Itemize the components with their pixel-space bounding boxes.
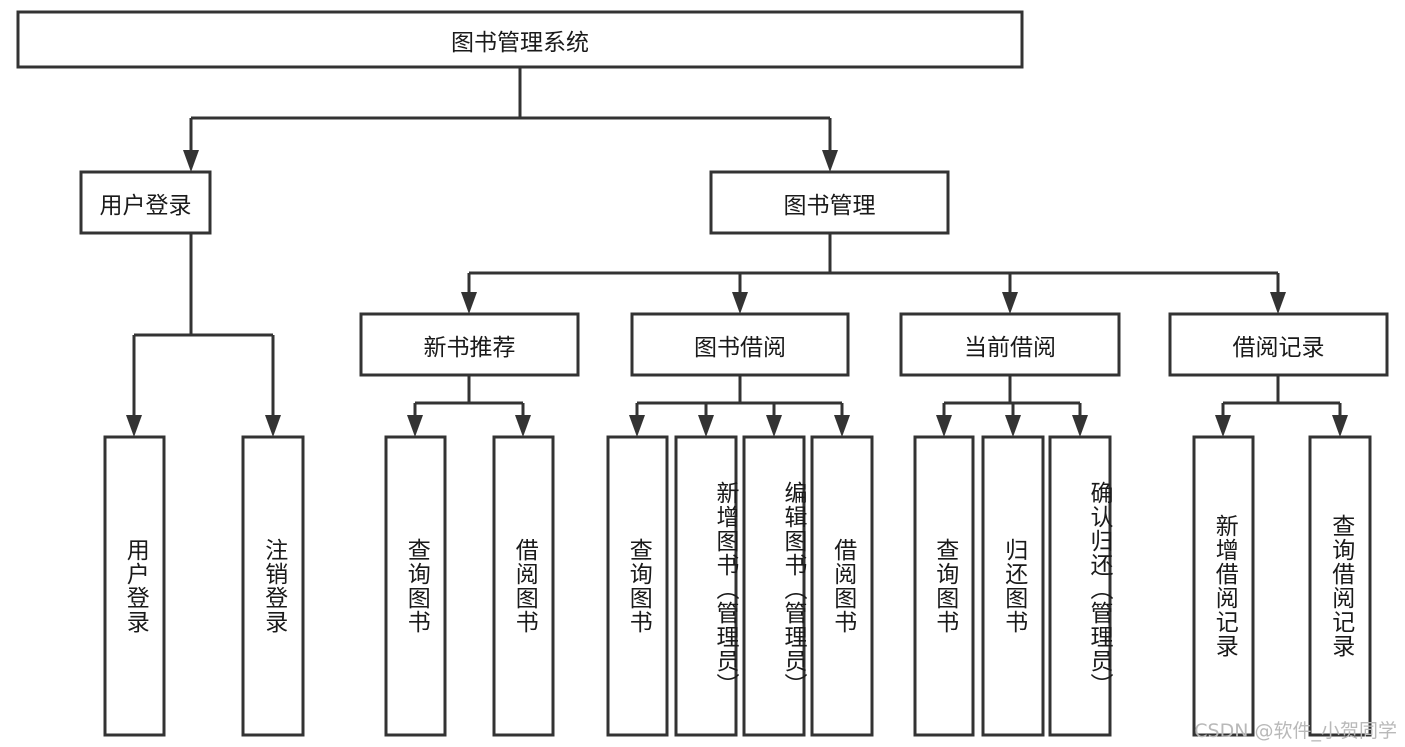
node-box-book-borrow[interactable]: [630, 312, 850, 377]
node-box-book-management[interactable]: [709, 170, 950, 235]
node-box-leaf-query-book-1[interactable]: [384, 435, 447, 737]
connector-root-to-level2: [183, 67, 838, 172]
arrow-head: [183, 150, 199, 172]
node-box-leaf-user-login[interactable]: [103, 435, 166, 737]
arrow-head: [461, 292, 477, 314]
arrow-head: [1332, 415, 1348, 437]
arrow-head: [936, 415, 952, 437]
arrow-head: [732, 292, 748, 314]
node-box-leaf-return-book[interactable]: [981, 435, 1045, 737]
connector-bookborrow-to-leaves: [629, 375, 850, 437]
node-box-leaf-borrow-book-1[interactable]: [492, 435, 555, 737]
node-box-current-borrow[interactable]: [899, 312, 1121, 377]
node-box-root[interactable]: [16, 10, 1024, 69]
arrow-head: [265, 415, 281, 437]
arrow-head: [1215, 415, 1231, 437]
node-box-leaf-borrow-book-2[interactable]: [810, 435, 874, 737]
connector-bookmgmt-to-level3: [461, 233, 1286, 314]
arrow-head: [822, 150, 838, 172]
arrow-head: [629, 415, 645, 437]
arrow-head: [1072, 415, 1088, 437]
node-box-leaf-query-record[interactable]: [1308, 435, 1372, 737]
arrow-head: [1002, 292, 1018, 314]
connector-userlogin-to-leaves: [126, 233, 281, 437]
connector-borrowrecord-to-leaves: [1215, 375, 1348, 437]
arrow-head: [1270, 292, 1286, 314]
node-box-leaf-edit-book[interactable]: [742, 435, 806, 737]
node-box-leaf-add-record[interactable]: [1192, 435, 1255, 737]
node-box-new-book-recommend[interactable]: [359, 312, 580, 377]
watermark: CSDN @软件_小贺同学: [1194, 720, 1397, 742]
arrow-head: [515, 415, 531, 437]
arrow-head: [834, 415, 850, 437]
arrow-head: [766, 415, 782, 437]
node-box-leaf-query-book-2[interactable]: [606, 435, 669, 737]
arrow-head: [126, 415, 142, 437]
connector-currentborrow-to-leaves: [936, 375, 1088, 437]
connector-newbook-to-leaves: [407, 375, 531, 437]
arrow-head: [698, 415, 714, 437]
node-box-leaf-confirm-return[interactable]: [1048, 435, 1112, 737]
node-box-borrow-record[interactable]: [1168, 312, 1389, 377]
arrow-head: [407, 415, 423, 437]
node-box-user-login[interactable]: [79, 170, 212, 235]
node-box-leaf-query-book-3[interactable]: [913, 435, 975, 737]
arrow-head: [1005, 415, 1021, 437]
node-box-leaf-logout[interactable]: [241, 435, 305, 737]
node-box-leaf-add-book[interactable]: [674, 435, 738, 737]
